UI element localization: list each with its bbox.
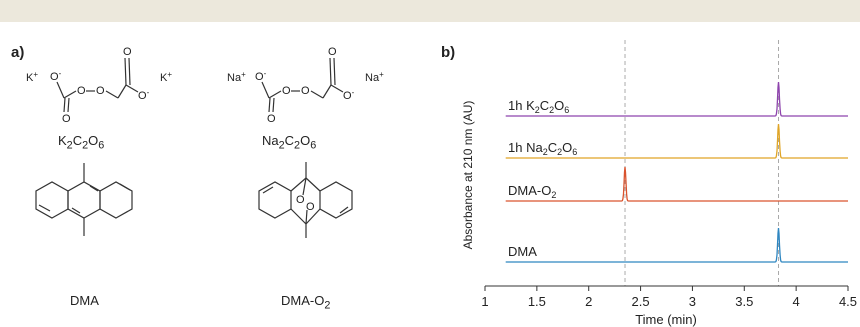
- oxygen-atom: O: [328, 46, 337, 58]
- series-label: 1h Na2C2O6: [508, 140, 577, 157]
- series-label: DMA: [508, 244, 537, 259]
- x-tick-label: 3: [689, 294, 696, 309]
- caption-na2c2o6: Na2C2O6: [262, 133, 317, 152]
- na-cation-right: Na+: [365, 70, 384, 84]
- oxygen-atom: O-: [138, 88, 150, 102]
- x-tick-label: 2: [585, 294, 592, 309]
- trace-1: [505, 123, 848, 159]
- oxygen-atom: O-: [255, 69, 267, 83]
- caption-k2c2o6: K2C2O6: [58, 133, 105, 152]
- series-label: DMA-O2: [508, 183, 556, 200]
- oxygen-atom: O-: [343, 88, 355, 102]
- oxygen-atom: O: [296, 194, 305, 206]
- trace-3: [505, 227, 848, 263]
- oxygen-atom: O-: [50, 69, 62, 83]
- x-tick-label: 4: [793, 294, 800, 309]
- k-cation-left: K+: [26, 70, 38, 84]
- oxygen-atom: O: [62, 113, 71, 125]
- panel-b-label: b): [441, 44, 456, 61]
- x-axis-label: Time (min): [635, 312, 697, 327]
- x-tick-label: 2.5: [632, 294, 650, 309]
- y-axis-label: Absorbance at 210 nm (AU): [461, 101, 475, 250]
- x-tick-label: 1: [481, 294, 488, 309]
- trace-2: [505, 166, 848, 202]
- x-tick-label: 3.5: [735, 294, 753, 309]
- oxygen-atom: O: [123, 46, 132, 58]
- chemical-structures: K+ O- O O O O O- K+ Na+ O- O O O O O- Na…: [26, 46, 384, 238]
- oxygen-atom: O: [306, 201, 315, 213]
- top-banner: [0, 0, 860, 22]
- na-cation-left: Na+: [227, 70, 246, 84]
- oxygen-atom: O: [282, 85, 291, 97]
- oxygen-atom: O: [96, 85, 105, 97]
- x-tick-label: 4.5: [839, 294, 857, 309]
- oxygen-atom: O: [301, 85, 310, 97]
- oxygen-atom: O: [267, 113, 276, 125]
- series-label: 1h K2C2O6: [508, 98, 569, 115]
- trace-0: [505, 81, 848, 117]
- k-cation-right: K+: [160, 70, 172, 84]
- caption-dma: DMA: [70, 293, 99, 308]
- x-tick-label: 1.5: [528, 294, 546, 309]
- panel-a-label: a): [11, 44, 25, 61]
- caption-dma-o2: DMA-O2: [281, 293, 331, 312]
- oxygen-atom: O: [77, 85, 86, 97]
